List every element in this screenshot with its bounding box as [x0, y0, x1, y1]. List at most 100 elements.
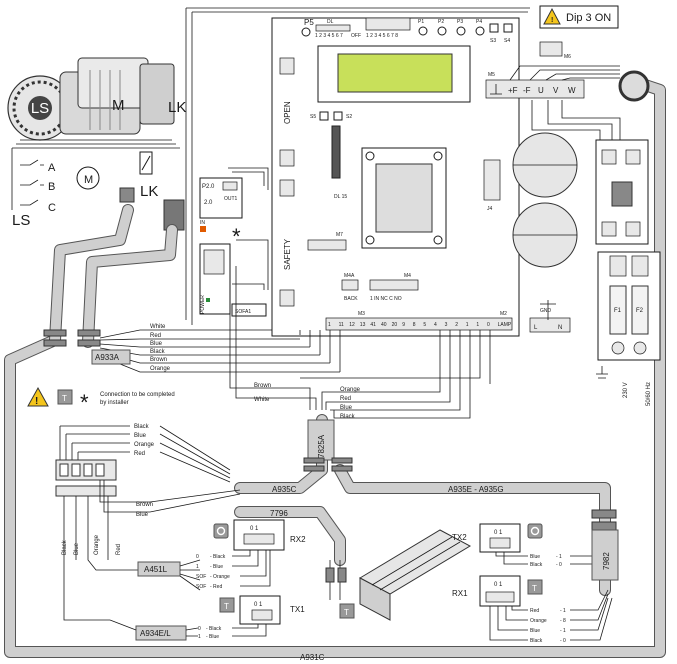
wire-label: Orange: [340, 387, 361, 393]
svg-text:!: !: [551, 17, 553, 24]
fuse-f2: [631, 285, 649, 335]
m3-terminal-4: 4: [434, 322, 437, 328]
edge-badge-label: T: [344, 608, 349, 617]
cable-a934el-label: A934E/L: [140, 629, 171, 638]
p2-label: P2: [438, 19, 444, 25]
trimmer-p1[interactable]: [418, 26, 428, 36]
warning-icon: [27, 386, 49, 407]
m3-terminal-20: 20: [392, 322, 398, 328]
rx2-pins-label: 0 1: [250, 526, 259, 532]
m5-terminal-label: -F: [523, 86, 531, 95]
trimmer-p4[interactable]: [475, 26, 485, 36]
m5-terminal-label: U: [538, 86, 544, 95]
tx2-pins-label: 0 1: [494, 530, 503, 536]
m3-terminal-0: 0: [487, 322, 490, 328]
svg-text:!: !: [35, 396, 38, 407]
wire-label: Orange: [134, 442, 155, 448]
m6-label: M6: [564, 54, 571, 60]
tx1-label: TX1: [290, 605, 305, 614]
rx1-wire-color: Red: [530, 608, 539, 614]
power-terminal: [529, 317, 571, 333]
rx2-terminal-number: SOF: [196, 574, 206, 580]
trimmer-p3[interactable]: [456, 26, 466, 36]
t-badge-label: T: [62, 394, 67, 403]
connector: [279, 149, 295, 167]
motor-ls-label: LS: [31, 100, 49, 117]
button-s3[interactable]: [489, 23, 499, 33]
m3-terminal-2: 2: [455, 322, 458, 328]
connector-m4a: [341, 279, 359, 291]
cable-a931c-label: A931C: [300, 653, 325, 662]
j4-label: J4: [487, 206, 493, 212]
connector-j4: [483, 159, 501, 201]
o-badge-icon: [527, 523, 543, 539]
cable-7982: 7982: [591, 509, 619, 581]
connector-m7: [307, 239, 347, 251]
schematic-ls-label: LS: [12, 212, 30, 229]
asterisk-mark: *: [80, 390, 89, 415]
tx1-terminal-number: 0: [198, 626, 201, 632]
tx1-terminal-number: 1: [198, 634, 201, 640]
cable-a935c-label: A935C: [272, 485, 297, 494]
dip-numbers: 1 2 3 4 5 6 7: [315, 33, 343, 39]
motor-cables: [43, 204, 178, 348]
button-s5[interactable]: [319, 111, 329, 121]
tx2-wire-color: Blue: [530, 554, 540, 560]
rx2-wire-color: - Orange: [210, 574, 230, 580]
voltage-label: 230 V: [623, 382, 629, 398]
dip-switch[interactable]: [365, 17, 411, 31]
fuse-f1: [609, 285, 627, 335]
p2-value-label: 2.0: [204, 200, 213, 206]
cable-a931c: [4, 74, 666, 658]
motor-m-label: M: [112, 97, 125, 114]
rx1-terminal-number: - 1: [560, 628, 566, 634]
rx1-pins-label: 0 1: [494, 582, 503, 588]
rx1-terminal-number: - 0: [560, 638, 566, 644]
wire-label: Black: [134, 424, 150, 430]
connector-m6: [539, 41, 563, 57]
dip-warning: ! Dip 3 ON M6: [539, 5, 619, 60]
m3-terminal-3: 3: [445, 322, 448, 328]
wire-label: Blue: [136, 512, 149, 518]
m2-label: M2: [500, 311, 507, 317]
m3-terminal-40: 40: [381, 322, 387, 328]
cable-7796: 7796: [234, 506, 347, 600]
installer-note: ! T * Connection to be completed by inst…: [27, 386, 175, 415]
fuse-holder: [597, 251, 661, 361]
vertical-wire-label: Black: [62, 539, 68, 555]
p4-label: P4: [476, 19, 482, 25]
wire-label: Orange: [150, 366, 171, 372]
trimmer-p2[interactable]: [437, 26, 447, 36]
m3-terminal-11: 11: [339, 322, 344, 328]
wire-label: White: [150, 324, 166, 330]
note-line-1: Connection to be completed: [100, 392, 175, 398]
connector: [279, 179, 295, 197]
button-s4[interactable]: [503, 23, 513, 33]
m5-terminal-label: W: [568, 86, 576, 95]
l-label: L: [534, 325, 538, 331]
rx1-terminal-number: - 1: [560, 608, 566, 614]
vertical-wire-label: Blue: [74, 542, 80, 555]
button-s2[interactable]: [333, 111, 343, 121]
schematic-m-label: M: [84, 174, 93, 186]
switch-a-label: A: [48, 162, 56, 174]
terminal-strip-m3: [325, 317, 513, 331]
warning-icon: [543, 7, 561, 25]
rx2-wire-color: - Red: [210, 584, 222, 590]
m3-terminal-1: 1: [328, 322, 331, 328]
wire-label: Black: [150, 349, 166, 355]
rx2-wire-color: - Blue: [210, 564, 223, 570]
frequency-label: 50/60 Hz: [646, 382, 652, 406]
vertical-wire-label: Red: [116, 544, 122, 555]
rx1-wire-color: Orange: [530, 618, 547, 624]
tx2-terminal-number: - 1: [556, 554, 562, 560]
f2-label: F2: [636, 308, 644, 314]
safety-label: SAFETY: [283, 238, 292, 270]
wire-label: Brown: [136, 502, 153, 508]
tx1-pins-label: 0 1: [254, 602, 263, 608]
